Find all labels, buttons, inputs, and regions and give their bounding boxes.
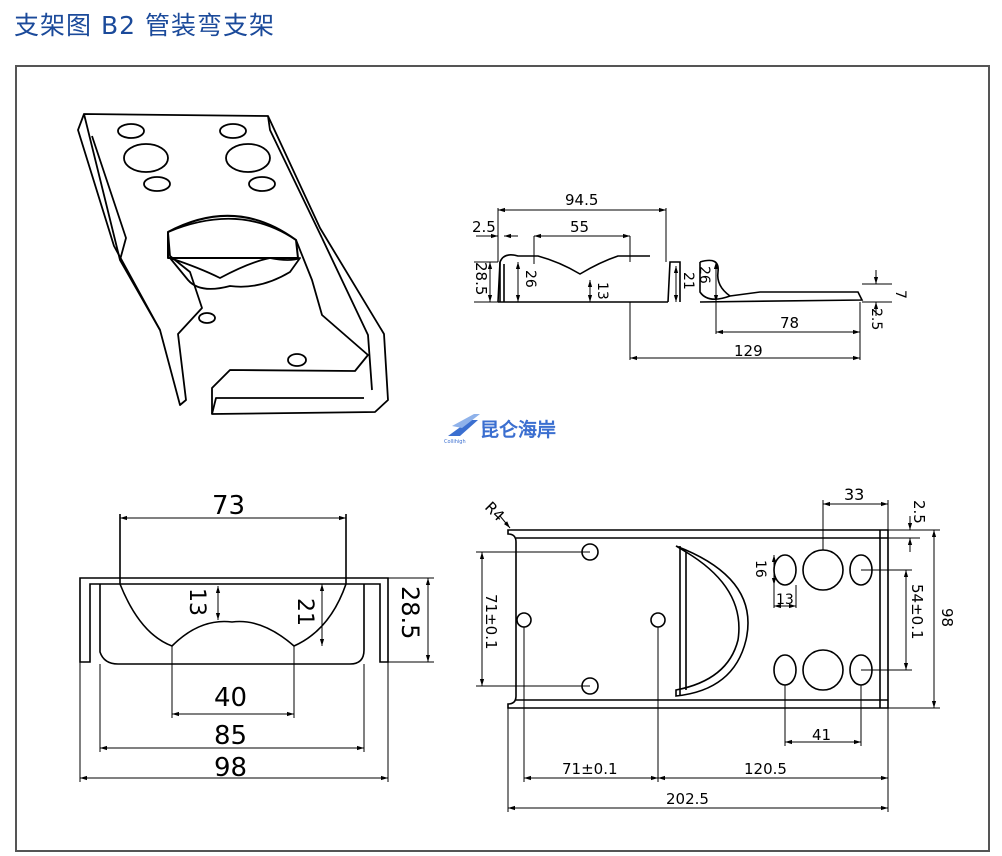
side-dim-94-5: 94.5 [565, 191, 598, 209]
top-dim-33: 33 [844, 485, 864, 504]
top-dim-120-5: 120.5 [744, 760, 787, 778]
side-dim-28-5: 28.5 [472, 262, 490, 295]
front-view: 73 13 21 28.5 40 85 98 [79, 491, 434, 783]
brand-logo-sub: Collihigh [444, 439, 466, 445]
side-dim-2-5-b: 2.5 [868, 308, 884, 330]
top-dim-2-5: 2.5 [910, 500, 928, 524]
side-dim-26-b: 26 [696, 266, 712, 284]
top-view: R4 33 2.5 16 13 71±0.1 54±0.1 98 41 71±0… [476, 485, 956, 812]
top-dim-202-5: 202.5 [666, 790, 709, 808]
side-dim-26-a: 26 [522, 270, 538, 288]
front-dim-28-5: 28.5 [396, 586, 424, 639]
side-dim-55: 55 [570, 218, 589, 236]
top-dim-71-left: 71±0.1 [482, 594, 500, 650]
front-dim-21: 21 [292, 598, 317, 626]
brand-logo: 昆仑海岸 Collihigh [444, 414, 556, 445]
side-view: 94.5 2.5 55 28.5 26 13 21 26 7 78 2.5 12… [472, 191, 908, 361]
front-dim-98: 98 [214, 753, 247, 783]
top-dim-98: 98 [938, 608, 956, 627]
top-dim-54: 54±0.1 [908, 584, 926, 640]
top-dim-16: 16 [752, 560, 768, 578]
page-title: 支架图 B2 管装弯支架 [14, 11, 275, 40]
side-dim-78: 78 [780, 314, 799, 332]
isometric-view [77, 113, 389, 415]
side-dim-21: 21 [680, 272, 696, 290]
side-dim-2-5: 2.5 [472, 218, 496, 236]
drawing-frame [15, 65, 990, 852]
side-dim-129: 129 [734, 342, 763, 360]
side-dim-13: 13 [594, 282, 610, 300]
top-dim-71-bottom: 71±0.1 [562, 760, 618, 778]
brand-logo-text: 昆仑海岸 [480, 418, 556, 441]
front-dim-40: 40 [214, 683, 247, 713]
front-dim-73: 73 [212, 491, 245, 521]
top-dim-13: 13 [776, 592, 794, 608]
front-dim-13: 13 [184, 588, 209, 616]
side-dim-7: 7 [892, 290, 908, 299]
top-dim-41: 41 [812, 726, 831, 744]
front-dim-85: 85 [214, 721, 247, 751]
